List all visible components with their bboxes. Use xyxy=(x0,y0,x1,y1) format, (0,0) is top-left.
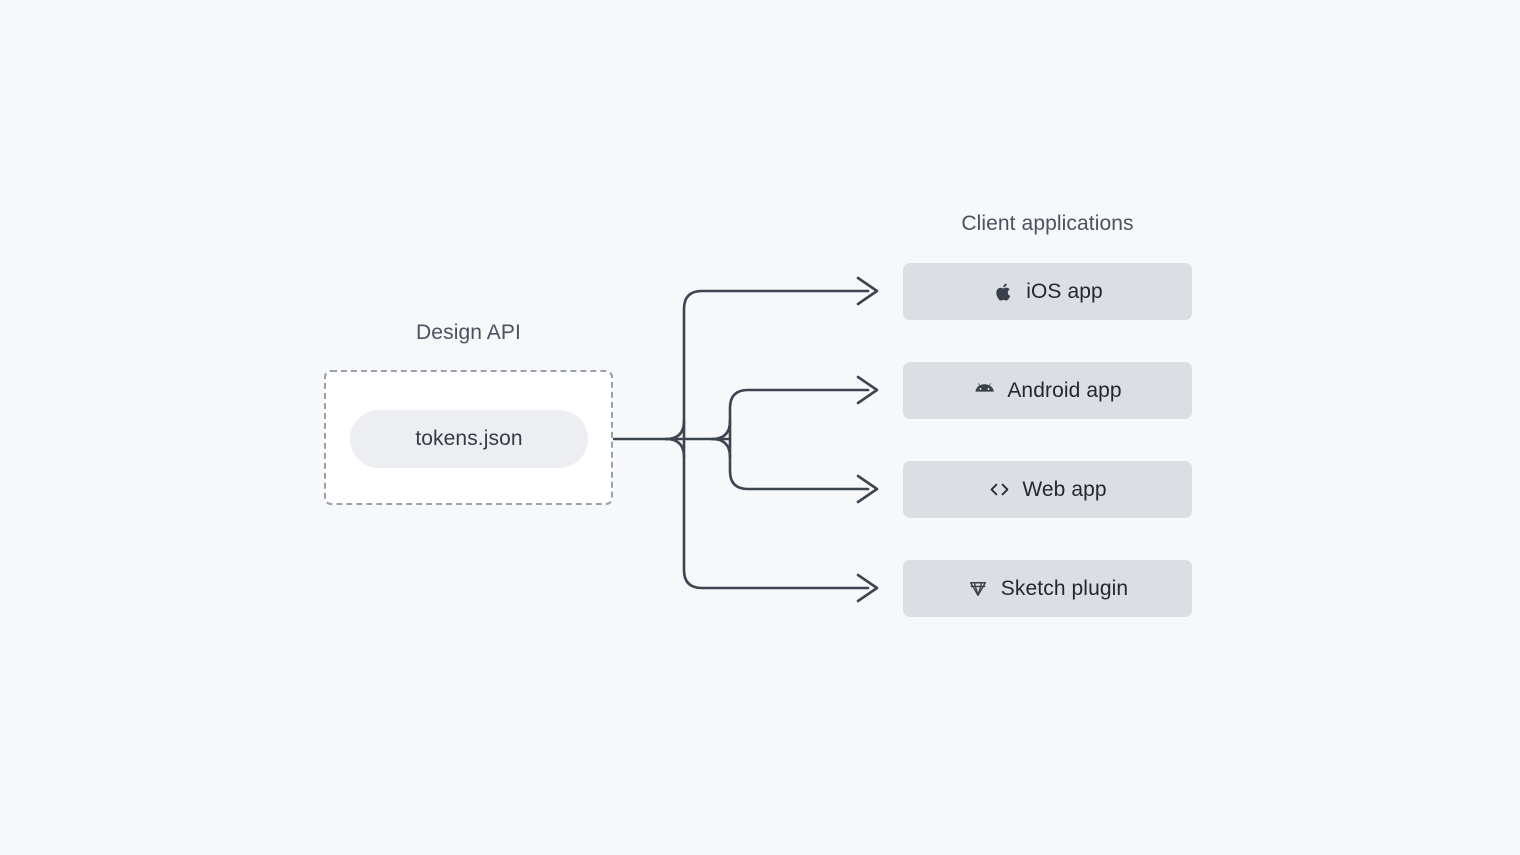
arrowhead-android xyxy=(856,375,879,405)
connector-sketch-path xyxy=(682,437,870,590)
arrowhead-web xyxy=(856,474,879,504)
client-applications-group-label: Client applications xyxy=(961,212,1134,235)
connector-outer-joint-top xyxy=(664,419,686,441)
client-app-label-ios: iOS app xyxy=(1026,279,1103,303)
arrowhead-ios xyxy=(856,276,879,306)
design-api-group-label: Design API xyxy=(416,321,521,344)
client-app-card-ios[interactable]: iOS app xyxy=(903,263,1192,320)
connector-web-path xyxy=(728,437,870,491)
tokens-json-label: tokens.json xyxy=(415,427,523,450)
client-app-label-android: Android app xyxy=(1007,378,1122,402)
client-app-label-web: Web app xyxy=(1022,477,1107,501)
diamond-icon xyxy=(967,577,990,600)
client-app-card-sketch[interactable]: Sketch plugin xyxy=(903,560,1192,617)
connector-android-path xyxy=(728,388,870,441)
connector-inner-joint-bottom xyxy=(710,437,732,459)
client-app-card-web[interactable]: Web app xyxy=(903,461,1192,518)
arrowhead-sketch xyxy=(856,573,879,603)
connector-ios-path xyxy=(682,289,870,441)
apple-icon xyxy=(992,280,1015,303)
client-app-card-android[interactable]: Android app xyxy=(903,362,1192,419)
connector-outer-joint-bottom xyxy=(664,437,686,459)
connector-inner-joint-top xyxy=(710,419,732,441)
code-icon xyxy=(988,478,1011,501)
client-app-label-sketch: Sketch plugin xyxy=(1000,576,1129,600)
tokens-json-node[interactable]: tokens.json xyxy=(350,410,588,468)
android-icon xyxy=(973,379,996,402)
